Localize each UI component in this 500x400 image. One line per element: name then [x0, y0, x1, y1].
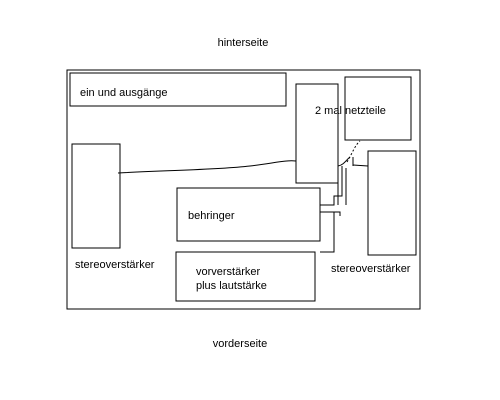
stereo-amp-left-label: stereoverstärker — [75, 259, 155, 271]
power-supplies-label: 2 mal netzteile — [315, 105, 386, 117]
stereo-amp-right-box — [367, 150, 417, 256]
wire-power-dashed — [346, 140, 361, 163]
behringer-box — [176, 187, 321, 242]
preamp-box — [175, 251, 316, 302]
wire-right-amp-connector — [345, 157, 354, 205]
wire-behringer-to-preamp — [320, 212, 335, 253]
preamp-label-line1: vorverstärker — [196, 266, 261, 278]
power-supply-box-left — [295, 83, 339, 184]
stereo-amp-right-label: stereoverstärker — [331, 263, 411, 275]
behringer-label: behringer — [188, 210, 235, 222]
back-side-label: hinterseite — [218, 37, 269, 49]
front-side-label: vorderseite — [213, 338, 267, 350]
io-panel-box — [69, 72, 287, 107]
preamp-label-line2: plus lautstärke — [196, 280, 267, 292]
io-panel-label: ein und ausgänge — [80, 87, 167, 99]
enclosure-outline — [66, 69, 421, 310]
wire-power-to-behringer — [320, 166, 343, 216]
power-supply-box-right — [344, 76, 412, 141]
wire-left-amp-to-power — [117, 160, 297, 174]
stereo-amp-left-box — [71, 143, 121, 249]
